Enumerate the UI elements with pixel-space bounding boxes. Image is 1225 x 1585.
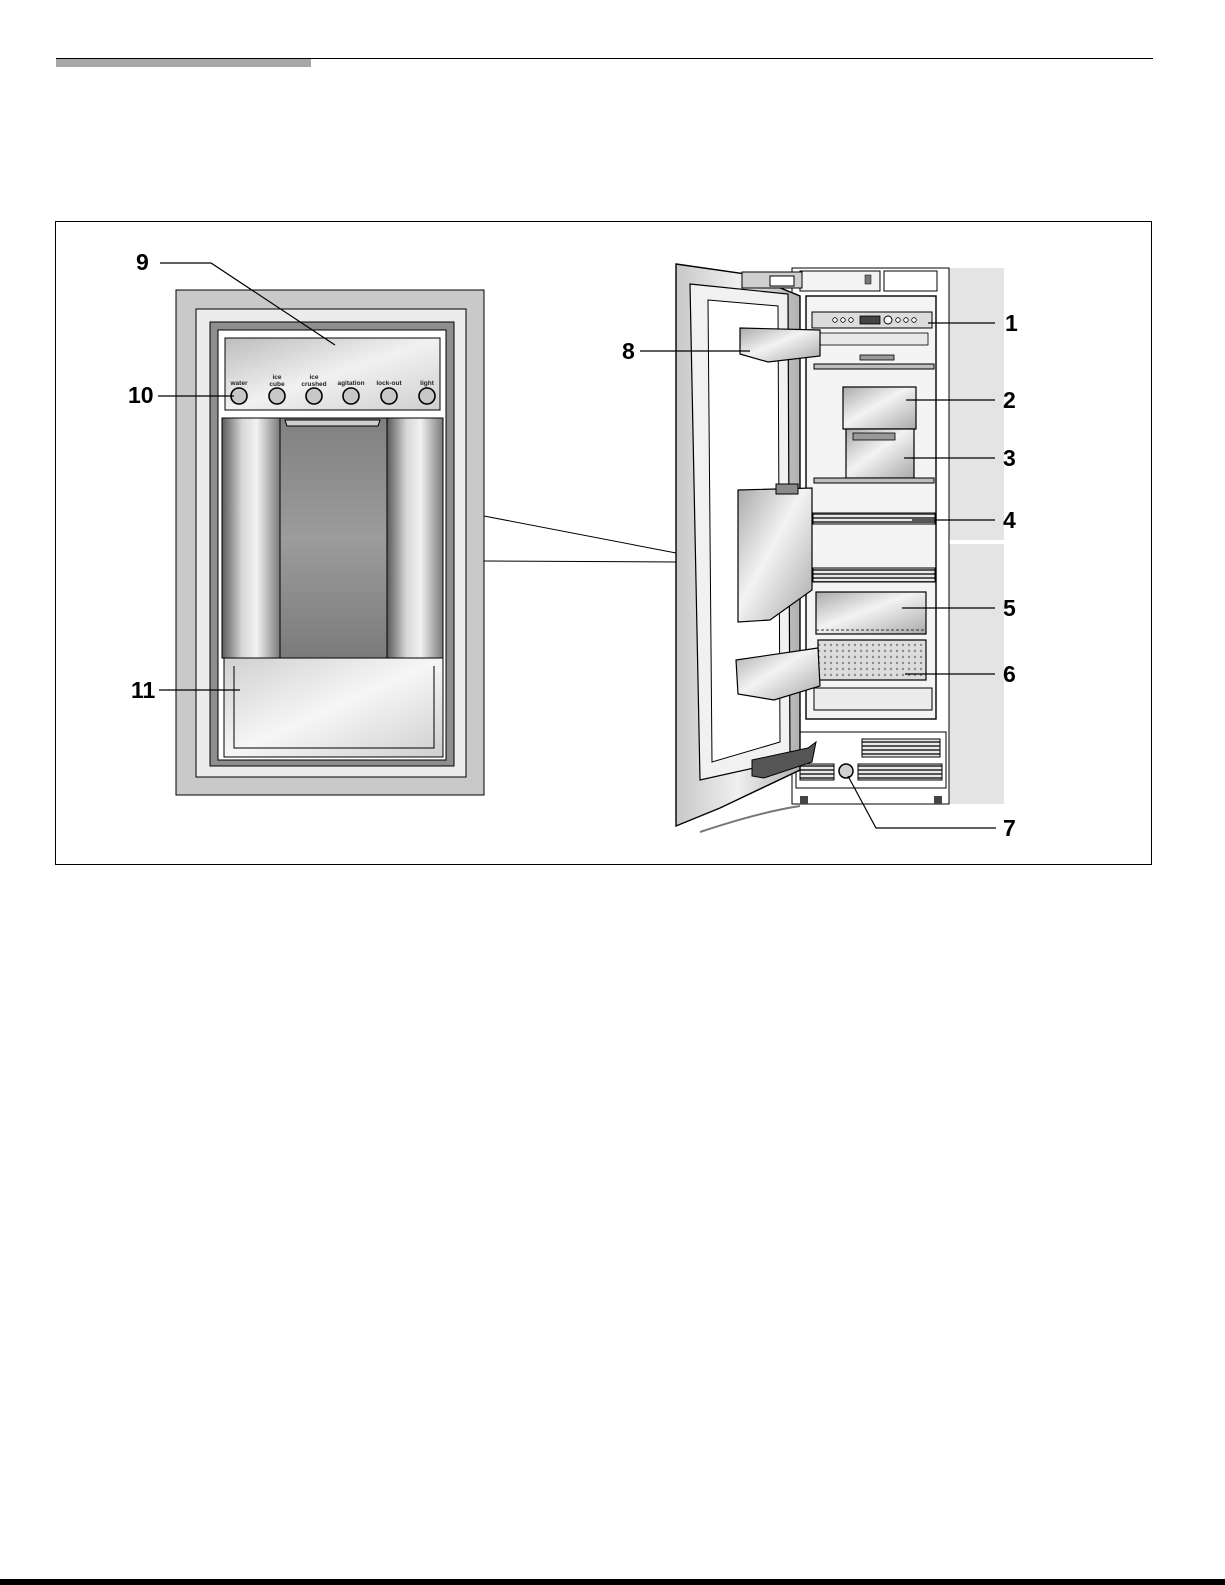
light-button-label: light xyxy=(420,380,435,387)
callout-5: 5 xyxy=(1003,595,1016,621)
callout-8: 8 xyxy=(622,338,635,364)
zoom-line-top xyxy=(484,516,676,553)
refrigerator-cabinet xyxy=(792,268,1004,804)
water-button[interactable]: water xyxy=(230,380,248,404)
freezer-drawer xyxy=(816,592,926,634)
drip-tray xyxy=(224,658,443,757)
door-shelf-top xyxy=(740,328,820,362)
callout-2: 2 xyxy=(1003,387,1016,413)
callout-7: 7 xyxy=(1003,815,1016,841)
zoom-line-bottom xyxy=(484,561,676,562)
base-grille-knob xyxy=(839,764,853,778)
callout-4: 4 xyxy=(1003,507,1016,533)
callout-3: 3 xyxy=(1003,445,1016,471)
wire-shelf xyxy=(813,513,935,524)
ice-maker xyxy=(843,387,916,429)
ice-cube-button-label-line2: cube xyxy=(269,381,285,388)
ice-crushed-button-label-line1: ice xyxy=(309,374,318,381)
light-button[interactable]: light xyxy=(419,380,435,404)
callout-11: 11 xyxy=(131,677,156,703)
dispenser-control-panel xyxy=(225,338,440,410)
agitation-button-label: agitation xyxy=(337,380,364,387)
footer-rule xyxy=(0,1579,1225,1585)
lock-out-button-label: lock-out xyxy=(376,380,402,387)
callout-10: 10 xyxy=(128,382,154,408)
water-button-label: water xyxy=(230,380,248,387)
dispenser-closeup xyxy=(176,290,484,795)
ice-crushed-button-label-line2: crushed xyxy=(301,381,326,388)
callout-9: 9 xyxy=(136,249,149,275)
refrigerator-door xyxy=(676,264,820,832)
callout-1: 1 xyxy=(1005,310,1018,336)
ice-cube-button-label-line1: ice xyxy=(272,374,281,381)
callout-6: 6 xyxy=(1003,661,1016,687)
